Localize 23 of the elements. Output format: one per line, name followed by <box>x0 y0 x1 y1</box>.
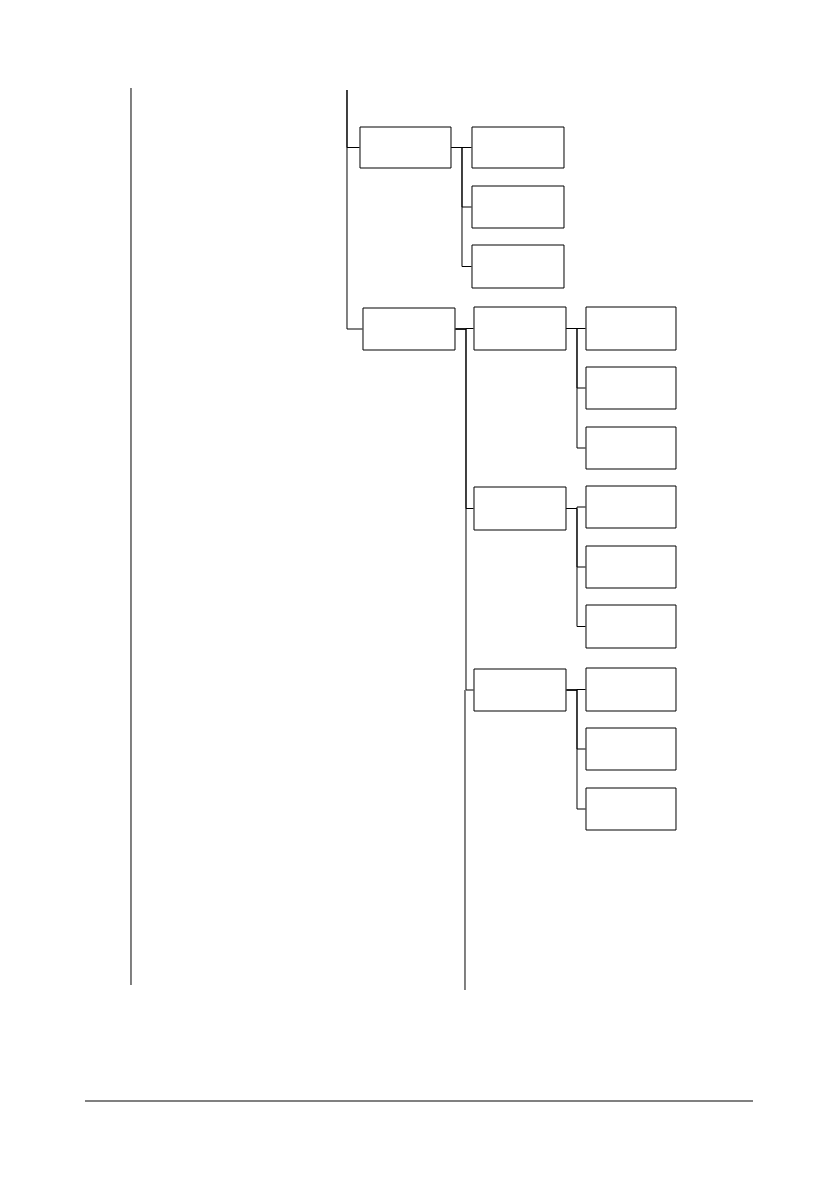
connector-line <box>566 508 586 627</box>
menu-box <box>473 486 567 531</box>
menu-box <box>585 667 677 712</box>
menu-box <box>362 307 456 351</box>
menu-box <box>471 185 565 229</box>
connector-line <box>451 147 472 267</box>
menu-box <box>359 126 452 169</box>
menu-box <box>585 545 677 589</box>
connector-line <box>346 89 363 330</box>
menu-box <box>585 604 677 649</box>
menu-box <box>585 306 677 351</box>
menu-box <box>473 668 567 712</box>
menu-box <box>585 426 677 470</box>
menu-box <box>471 126 565 169</box>
connector-line <box>566 328 586 449</box>
menu-box <box>585 485 677 529</box>
menu-box <box>471 244 565 289</box>
menu-box <box>585 366 677 410</box>
menu-box <box>585 727 677 771</box>
connector-line <box>566 689 586 810</box>
menu-box <box>473 306 567 351</box>
menu-box <box>585 787 677 831</box>
connector-line <box>455 328 474 691</box>
